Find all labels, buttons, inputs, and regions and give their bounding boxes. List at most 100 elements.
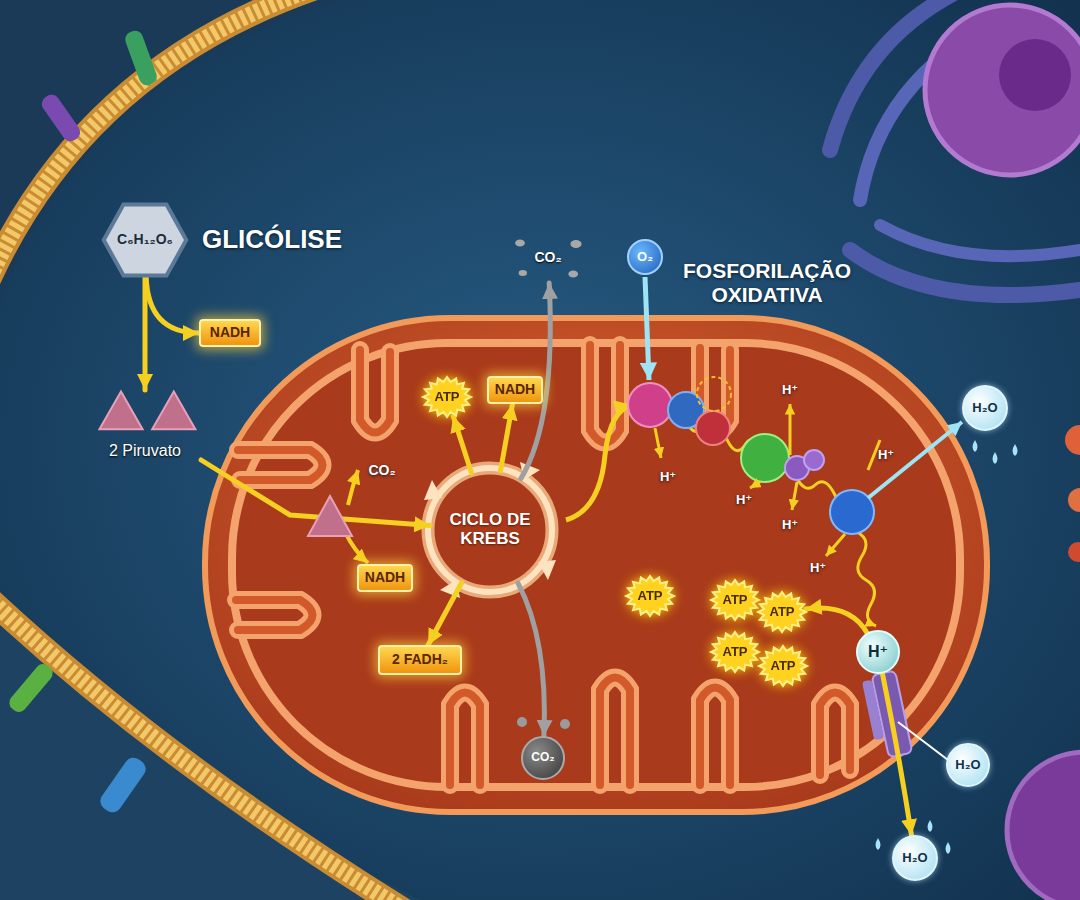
proton-label: H⁺ [878,448,894,463]
water-drop [946,842,951,854]
co2-release: CO₂ [513,233,583,283]
node-text: ATP [434,390,459,404]
atp-burst: ATP [759,646,807,686]
atp-burst: ATP [423,377,471,417]
flow-arrow [146,277,199,333]
cristae-space [236,345,850,785]
hexagon-outline [104,204,187,275]
node-text: NADH [365,570,405,585]
krebs-ring [428,468,552,592]
flow-arrow [143,277,148,390]
atp-synthase-stalk [862,680,884,741]
node-text: ATP [722,645,747,659]
water-drop [993,452,998,464]
flow-arrow [501,404,513,471]
node-text: CO₂ [534,250,561,265]
flow-arrow [428,583,462,645]
atp-burst: ATP [758,592,806,632]
cell-membrane [0,0,340,300]
crista [590,345,620,443]
co2-circle: CO₂ [521,736,565,780]
proton-label: H⁺ [660,470,676,485]
krebs-arrowhead [520,462,540,480]
node-text: O₂ [637,250,653,264]
nadh-arrow [345,532,368,563]
flow-arrow [882,674,911,836]
node-text: NADH [495,382,535,397]
burst-outline [758,592,806,632]
glucose-hexagon: C₆H₁₂O₆ [102,203,188,277]
burst-outline [626,576,674,616]
electron-path [857,532,876,626]
node-text: ATP [770,659,795,673]
acetyl-coa-triangle [308,496,352,536]
proton-circle: H⁺ [856,630,900,674]
crista [700,688,730,786]
co2-release-arrow [348,470,358,505]
co2-bubble [517,717,527,727]
proton-arrow [655,428,661,458]
oxygen-arrow [645,277,649,380]
node-text: H₂O [902,851,927,865]
pyruvate-triangle [99,391,142,429]
crista [820,693,850,776]
electron-transfer-arrow [566,405,632,520]
crista [820,693,850,776]
crista [700,688,730,786]
flow-arrow [806,608,867,633]
membrane-protein [6,661,56,715]
membrane-protein [97,754,149,816]
node-text: ATP [769,605,794,619]
krebs-arrowhead [424,480,442,500]
mitochondrion-inner-membrane [232,343,960,787]
flow-arrow [518,583,544,736]
node-text: H₂O [955,758,980,772]
node-text: H⁺ [868,643,888,661]
crista [600,678,630,786]
co2-label: CO₂ [368,462,395,478]
node-text: C₆H₁₂O₆ [117,232,173,247]
proton-arrow [750,482,760,488]
oxygen-circle: O₂ [627,239,663,275]
dashed-ring [697,377,731,411]
burst-outline [711,632,759,672]
crista [238,450,323,480]
co2-bubble [519,270,527,276]
water-circle: H₂O [892,835,938,881]
node-text: CICLO DE KREBS [442,511,538,548]
node-text: H₂O [972,401,997,415]
crista [236,600,313,630]
extracellular-area [0,0,340,300]
membrane-protein [123,29,159,88]
nadh-badge: NADH [487,376,543,404]
water-drop [1013,444,1018,456]
pyruvate-group: 2 Piruvato [85,390,205,460]
node-text: 2 Piruvato [109,442,181,460]
burst-outline [711,580,759,620]
crista [590,345,620,443]
proton-arrow [792,482,797,510]
atp-burst: ATP [711,580,759,620]
fadh2-badge: 2 FADH₂ [378,645,462,675]
krebs-ring [428,468,552,592]
crista [360,350,390,433]
node-text: ATP [637,589,662,603]
cristae-outline [236,345,850,785]
stage-title: FOSFORILAÇÃO OXIDATIVA [672,259,862,307]
co2-bubble [515,240,525,247]
proton-label: H⁺ [810,561,826,576]
endoplasmic-reticulum [880,225,1080,256]
water-drop [876,838,881,850]
node-text: NADH [210,325,250,340]
proton-arrow [826,534,845,556]
organelle [1065,425,1080,455]
complex-i [628,383,672,427]
water-arrow [868,422,962,498]
node-text: 2 FADH₂ [392,652,448,667]
atp-burst: ATP [626,576,674,616]
nadh-badge: NADH [357,564,413,592]
membrane-protein [39,92,84,145]
